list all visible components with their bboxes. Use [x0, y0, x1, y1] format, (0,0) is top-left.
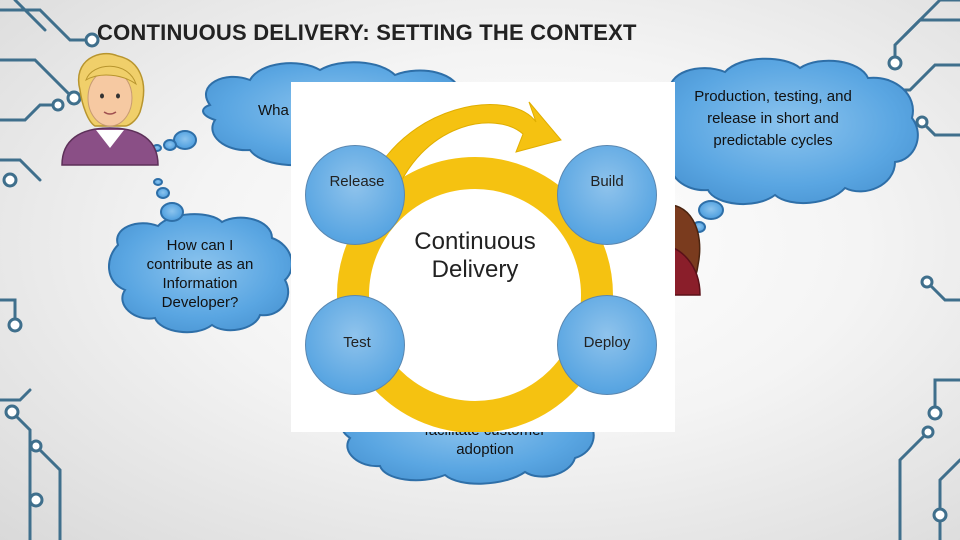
- circuit-node: [2, 172, 18, 188]
- stage-release-label: Release: [329, 173, 385, 190]
- thought-bubble: [163, 139, 177, 151]
- cycle-arrow: [365, 101, 562, 201]
- circuit-node: [920, 275, 934, 289]
- woman-avatar-icon: [61, 52, 159, 166]
- stage-deploy: [557, 295, 657, 395]
- thought-bubble: [173, 130, 197, 150]
- circuit-node: [7, 317, 23, 333]
- thought-bubble: [698, 200, 724, 220]
- circuit-node: [887, 55, 903, 71]
- circuit-node: [927, 405, 943, 421]
- circuit-line: [0, 388, 32, 402]
- circuit-node: [84, 32, 100, 48]
- circuit-node: [921, 425, 935, 439]
- circuit-line: [38, 448, 62, 540]
- bottom-cloud-partial-text: facilitate customer: [405, 431, 565, 440]
- circuit-node: [51, 98, 65, 112]
- center-label-line1: Continuous: [414, 228, 536, 255]
- center-label-line2: Delivery: [431, 256, 519, 283]
- circuit-line: [13, 0, 47, 32]
- circuit-node: [28, 492, 44, 508]
- left-cloud: [108, 213, 293, 334]
- circuit-line: [903, 0, 960, 37]
- circuit-line: [898, 433, 927, 540]
- circuit-line: [0, 103, 57, 122]
- circuit-node: [4, 404, 20, 420]
- circuit-node: [932, 507, 948, 523]
- right-cloud-text: Production, testing, and release in shor…: [694, 88, 852, 149]
- circuit-node: [66, 90, 82, 106]
- circuit-line: [923, 123, 960, 137]
- circuit-line: [0, 158, 42, 182]
- bottom-cloud-text: adoption: [456, 441, 514, 458]
- thought-bubble: [153, 178, 163, 186]
- left-cloud-text: How can I contribute as an Information D…: [146, 237, 254, 311]
- top-cloud-text: Wha: [258, 102, 289, 119]
- center-hub: [375, 195, 575, 395]
- circuit-line: [0, 58, 72, 97]
- slide-title: CONTINUOUS DELIVERY: SETTING THE CONTEXT: [97, 20, 637, 45]
- circuit-line: [928, 283, 960, 302]
- stage-build-label: Build: [590, 173, 624, 190]
- circuit-line: [0, 298, 17, 322]
- stage-deploy-label: Deploy: [583, 334, 631, 351]
- circuit-line: [0, 8, 92, 42]
- stage-release: [305, 145, 405, 245]
- center-label: Continuous Delivery: [405, 228, 545, 284]
- thought-bubble: [160, 202, 184, 222]
- circuit-line: [933, 378, 960, 412]
- circuit-node: [915, 115, 929, 129]
- stage-build: [557, 145, 657, 245]
- stage-test: [305, 295, 405, 395]
- stage-test-label: Test: [343, 334, 371, 351]
- circuit-node: [29, 439, 43, 453]
- thought-bubble: [156, 187, 170, 199]
